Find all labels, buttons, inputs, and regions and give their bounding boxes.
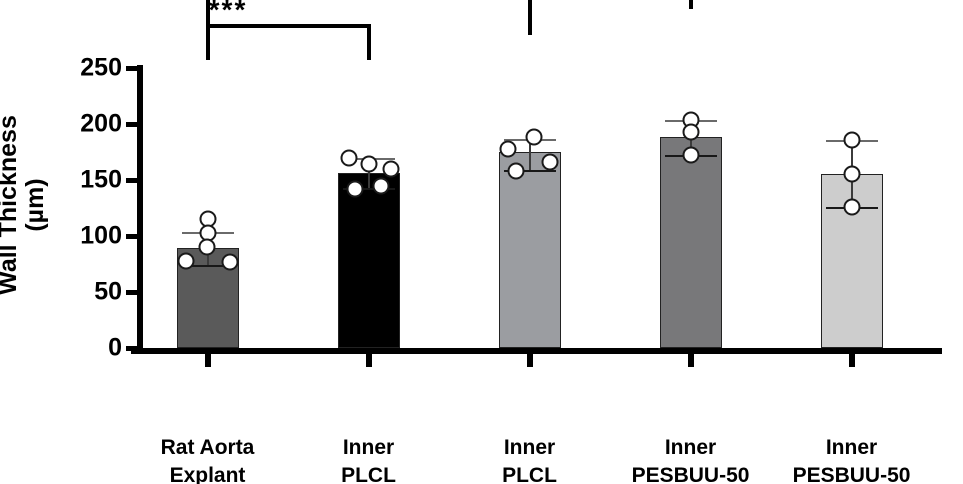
significance-stars: *** xyxy=(208,0,248,25)
data-point xyxy=(843,165,860,183)
y-axis-title: Wall Thickness (µm) xyxy=(0,60,49,350)
y-tick-label: 250 xyxy=(80,53,122,82)
x-axis-label-line: Inner xyxy=(825,436,878,459)
y-tick-mark xyxy=(126,290,137,295)
y-axis-title-line2: (µm) xyxy=(21,178,49,232)
x-axis-label-line: PESBUU-50 xyxy=(792,463,911,484)
data-point xyxy=(682,123,699,141)
data-point xyxy=(198,238,215,256)
bar xyxy=(337,173,400,348)
data-point xyxy=(360,155,377,173)
y-tick-mark xyxy=(126,66,137,71)
data-point xyxy=(843,198,860,216)
data-point xyxy=(843,131,860,149)
bracket-leg xyxy=(688,0,693,9)
data-point xyxy=(682,146,699,164)
data-point xyxy=(541,153,558,171)
y-tick-mark xyxy=(126,234,137,239)
data-point xyxy=(177,252,194,270)
bracket-top-line xyxy=(207,24,369,28)
x-axis-label-line: Inner xyxy=(503,436,556,459)
data-point xyxy=(372,177,389,195)
error-bar-cap xyxy=(503,169,556,172)
x-tick-mark xyxy=(365,354,372,367)
x-tick-mark xyxy=(848,354,855,367)
data-point xyxy=(340,149,357,167)
data-point xyxy=(507,162,524,180)
data-point xyxy=(221,253,238,271)
y-tick-label: 100 xyxy=(80,221,122,250)
bracket-leg xyxy=(205,24,210,60)
x-axis-label-line: Inner xyxy=(342,436,395,459)
y-tick-label: 150 xyxy=(80,165,122,194)
bracket-leg xyxy=(527,0,532,35)
x-axis-label: InnerPLCLComplianceMatched xyxy=(309,434,428,484)
x-axis-label-line: Explant xyxy=(169,463,246,484)
error-bar-cap xyxy=(342,187,395,190)
y-tick-label: 200 xyxy=(80,109,122,138)
error-bar-line xyxy=(528,138,531,170)
bracket-leg xyxy=(205,0,210,35)
x-axis-label: InnerPLCLHypocompliant xyxy=(454,434,606,484)
x-axis-label-line: PLCL xyxy=(502,463,557,484)
x-axis-label-line: PESBUU-50 xyxy=(631,463,750,484)
y-axis-line xyxy=(137,65,143,351)
y-tick-mark xyxy=(126,346,137,351)
y-axis-title-line1: Wall Thickness xyxy=(0,115,22,295)
data-point xyxy=(525,128,542,146)
y-tick-label: 0 xyxy=(108,333,122,362)
x-tick-mark xyxy=(204,354,211,367)
error-bar-cap xyxy=(181,265,234,268)
data-point xyxy=(382,160,399,178)
x-axis-label-line: Inner xyxy=(664,436,717,459)
data-point xyxy=(346,180,363,198)
x-axis-label-line: Rat Aorta xyxy=(160,436,255,459)
y-tick-mark xyxy=(126,178,137,183)
bracket-leg xyxy=(205,0,210,9)
x-tick-mark xyxy=(526,354,533,367)
y-tick-label: 50 xyxy=(94,277,122,306)
bracket-leg xyxy=(366,24,371,60)
bar xyxy=(498,152,561,348)
x-axis-line xyxy=(131,348,942,354)
y-tick-mark xyxy=(126,122,137,127)
data-point xyxy=(499,140,516,158)
bar xyxy=(659,137,722,348)
x-tick-mark xyxy=(687,354,694,367)
x-axis-label-line: PLCL xyxy=(341,463,396,484)
